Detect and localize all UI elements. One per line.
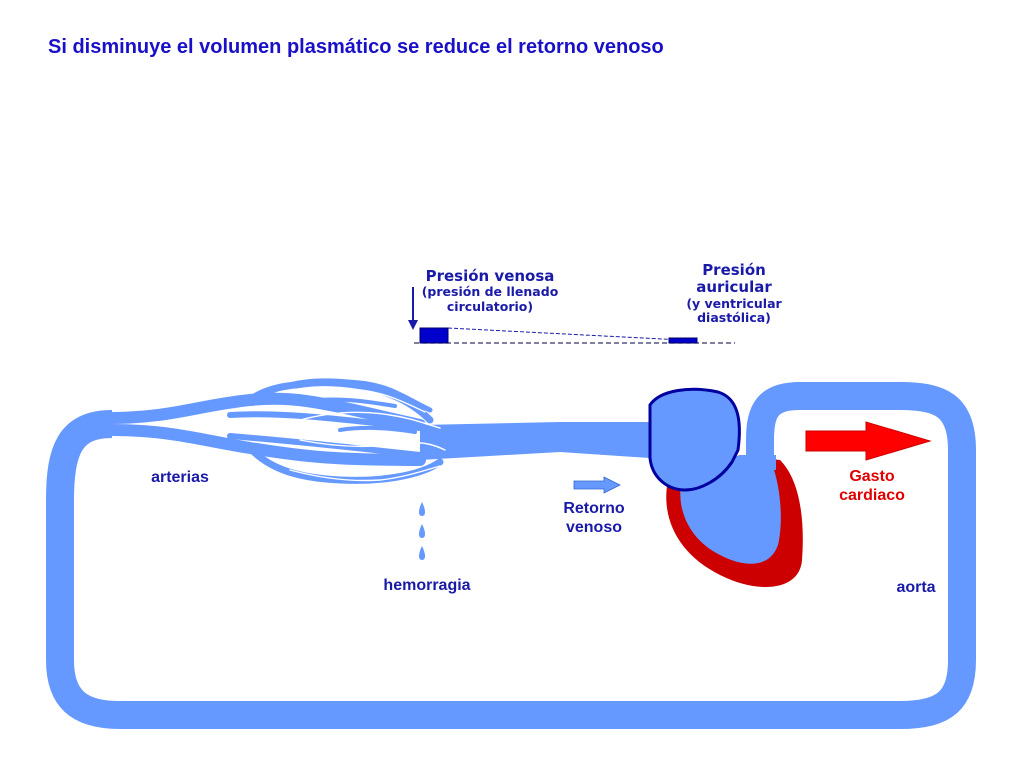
arterial-branches xyxy=(106,380,444,484)
vena-cava xyxy=(420,422,650,460)
venous-return-label: Retorno venoso xyxy=(548,499,640,537)
venous-return-label-1: Retorno xyxy=(563,500,625,517)
atrial-pressure-box xyxy=(668,337,698,344)
arteries-label: arterias xyxy=(151,469,209,486)
atrial-pressure-sub2: diastólica) xyxy=(697,309,771,325)
venous-pressure-sub2: circulatorio) xyxy=(446,298,534,314)
venous-pressure-title: Presión venosa xyxy=(425,267,555,285)
venous-return-arrow xyxy=(573,476,621,494)
atrial-pressure-label: Presión auricular (y ventricular diastól… xyxy=(668,261,800,325)
right-atrium xyxy=(648,387,741,492)
atrial-pressure-sub1: (y ventricular xyxy=(686,295,782,311)
hemorrhage-label: hemorragia xyxy=(383,577,471,594)
hemorrhage-drops xyxy=(419,502,425,560)
pressure-gauge xyxy=(408,287,735,344)
atrial-pressure-title-1: Presión xyxy=(702,261,766,279)
blood-drop xyxy=(419,524,425,538)
systemic-circulation-loop xyxy=(46,382,976,729)
pressure-down-arrow-head xyxy=(408,320,418,330)
page-title: Si disminuye el volumen plasmático se re… xyxy=(48,36,664,58)
venous-pressure-box xyxy=(419,327,449,344)
venous-pressure-label: Presión venosa (presión de llenado circu… xyxy=(408,267,572,314)
cardiac-output-arrow xyxy=(805,421,932,461)
venous-pressure-sub1: (presión de llenado xyxy=(421,284,559,300)
cardiac-output-label: Gasto cardiaco xyxy=(826,467,918,505)
atrial-pressure-title-2: auricular xyxy=(696,278,772,297)
aorta-label: aorta xyxy=(896,579,936,596)
cardiac-output-label-1: Gasto xyxy=(849,468,895,485)
blood-drop xyxy=(419,546,425,560)
capillary-network xyxy=(267,378,446,482)
aortic-root xyxy=(742,455,776,470)
venous-return-label-2: venoso xyxy=(565,519,622,537)
cardiac-output-label-2: cardiaco xyxy=(839,487,905,505)
blood-drop xyxy=(419,502,425,516)
